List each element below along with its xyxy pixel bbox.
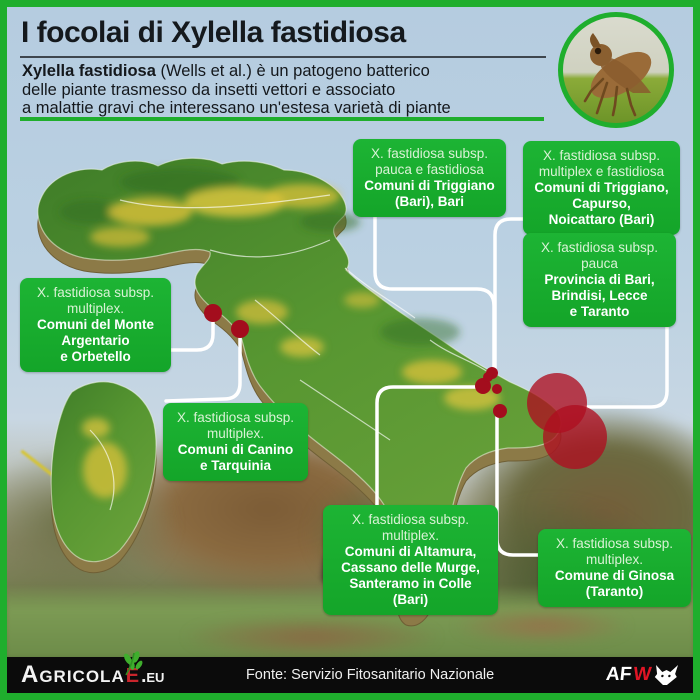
callout-provincia-bari: X. fastidiosa subsp. pauca Provincia di …: [523, 233, 676, 327]
intro-text: Xylella fastidiosa (Wells et al.) è un p…: [22, 62, 451, 117]
map-region-borders: [89, 194, 489, 511]
outbreak-zones: [204, 304, 607, 469]
callout-altamura: X. fastidiosa subsp. multiplex. Comuni d…: [323, 505, 498, 615]
title-divider: [20, 56, 546, 58]
outbreak-dot-ginosa: [493, 404, 507, 418]
intro-divider: [20, 117, 544, 121]
outbreak-dot-canino: [231, 320, 249, 338]
outbreak-dot-argentario: [204, 304, 222, 322]
callout-monte-argentario: X. fastidiosa subsp. multiplex. Comuni d…: [20, 278, 171, 372]
source-credit: Fonte: Servizio Fitosanitario Nazionale: [245, 667, 495, 683]
page-title: I focolai di Xylella fastidiosa: [21, 16, 406, 49]
callout-canino-tarquinia: X. fastidiosa subsp. multiplex. Comuni d…: [163, 403, 308, 481]
callout-ginosa: X. fastidiosa subsp. multiplex. Comune d…: [538, 529, 691, 607]
olive-branch-icon: [123, 651, 143, 676]
fox-head-icon: [654, 665, 679, 685]
map-terrain-patches: [60, 168, 500, 568]
infographic-canvas: I focolai di Xylella fastidiosa Xylella …: [7, 7, 693, 693]
insect-vector-photo: [558, 12, 674, 128]
italy-map: [37, 157, 669, 627]
callout-triggiano-pauca: X. fastidiosa subsp. pauca e fastidiosa …: [353, 139, 506, 217]
insect-illustration: [583, 33, 652, 117]
callout-triggiano-multiplex: X. fastidiosa subsp. multiplex e fastidi…: [523, 141, 680, 235]
